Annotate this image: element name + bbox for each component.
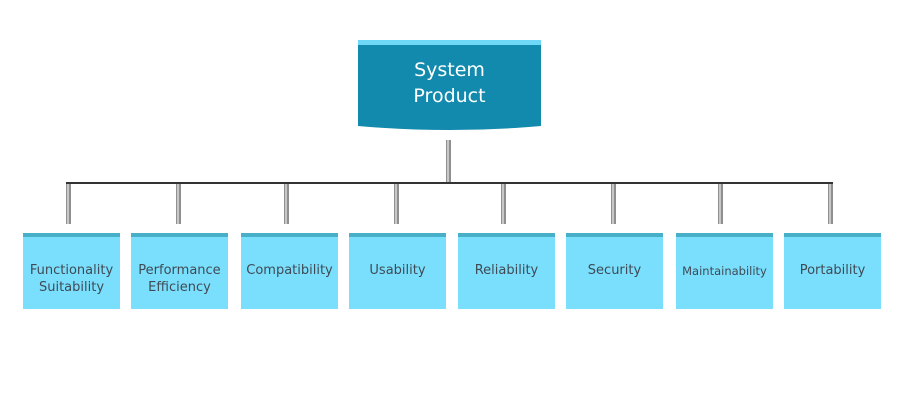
child-stem <box>394 184 399 224</box>
child-node-label: Security <box>587 263 642 278</box>
child-node-reliability: Reliability <box>458 233 555 309</box>
child-stem <box>284 184 289 224</box>
child-stem <box>828 184 833 224</box>
child-node-label: Usability <box>369 263 426 278</box>
root-node-label-line2: Product <box>413 85 486 107</box>
root-node-label-line1: System <box>414 59 485 81</box>
child-stems <box>66 184 833 224</box>
child-node-maintainability: Maintainability <box>676 233 773 309</box>
child-node-label: Maintainability <box>682 264 767 278</box>
child-stem <box>176 184 181 224</box>
child-stem <box>718 184 723 224</box>
child-node-label: Functionality Suitability <box>29 263 114 295</box>
child-node-usability: Usability <box>349 233 446 309</box>
child-node-functionality-suitability: Functionality Suitability <box>23 233 120 309</box>
root-node-label: System Product <box>358 57 541 109</box>
root-node-shape <box>358 40 541 130</box>
child-node-label: Portability <box>799 263 866 278</box>
child-node-portability: Portability <box>784 233 881 309</box>
child-stem <box>66 184 71 224</box>
child-node-label: Performance Efficiency <box>138 263 221 295</box>
child-node-label: Reliability <box>474 263 539 278</box>
child-stem <box>611 184 616 224</box>
root-stem <box>446 140 451 183</box>
child-node-label: Compatibility <box>246 263 333 278</box>
child-node-compatibility: Compatibility <box>241 233 338 309</box>
child-node-security: Security <box>566 233 663 309</box>
child-stem <box>501 184 506 224</box>
child-node-performance-efficiency: Performance Efficiency <box>131 233 228 309</box>
root-node-system-product: System Product <box>358 40 541 130</box>
